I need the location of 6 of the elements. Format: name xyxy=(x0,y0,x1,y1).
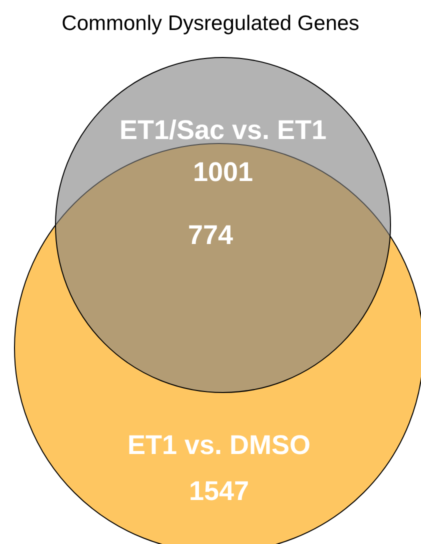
overlap-count: 774 xyxy=(188,220,234,250)
set-name: ET1/Sac vs. ET1 xyxy=(119,115,327,145)
count-value: 1547 xyxy=(188,476,250,506)
count-value: 1001 xyxy=(192,157,254,187)
set-name: ET1 vs. DMSO xyxy=(127,430,311,460)
diagram-title: Commonly Dysregulated Genes xyxy=(62,12,360,36)
